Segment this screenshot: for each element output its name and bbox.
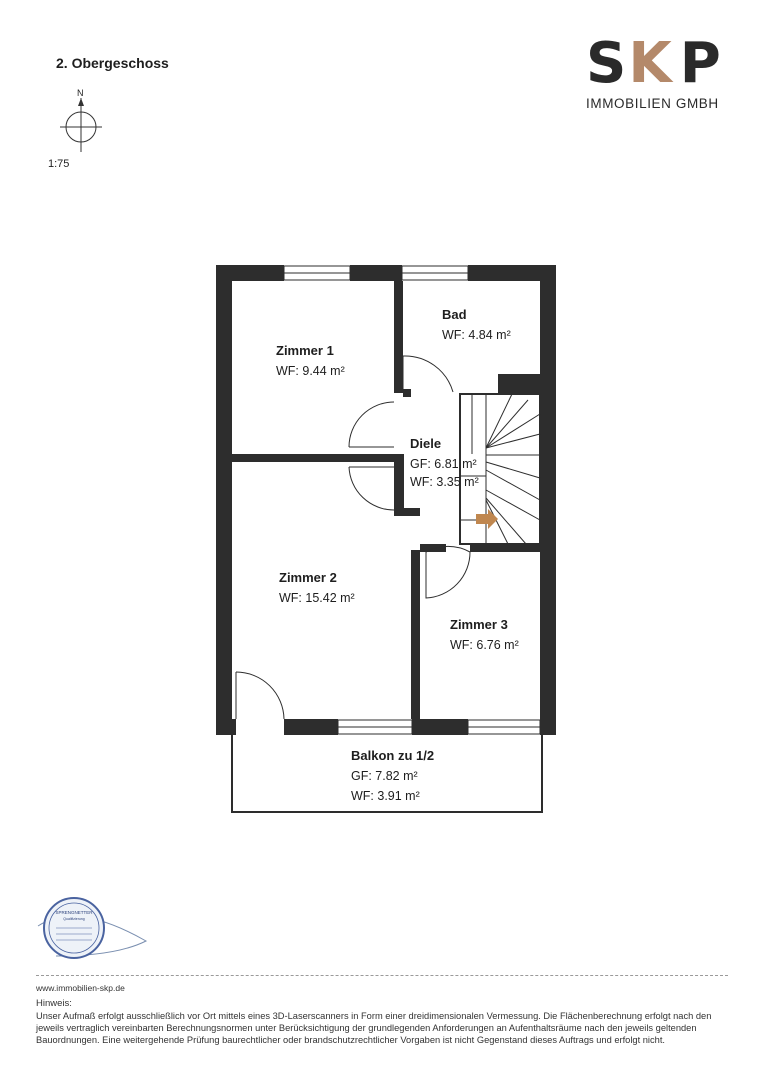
svg-text:Diele: Diele (410, 436, 441, 451)
exterior-walls (216, 265, 556, 735)
room-zimmer-1: Zimmer 1 WF: 9.44 m² (276, 343, 345, 378)
footer-divider (36, 975, 728, 976)
svg-text:Qualifizierung: Qualifizierung (63, 917, 84, 921)
room-balkon: Balkon zu 1/2 GF: 7.82 m² WF: 3.91 m² (351, 748, 434, 803)
hint-label: Hinweis: (36, 998, 72, 1009)
svg-text:Bad: Bad (442, 307, 467, 322)
windows (283, 265, 541, 735)
svg-text:WF: 3.35 m²: WF: 3.35 m² (410, 475, 479, 489)
svg-text:Zimmer 1: Zimmer 1 (276, 343, 334, 358)
floor-plan: Bad WF: 4.84 m² Zimmer 1 WF: 9.44 m² Die… (216, 265, 556, 813)
north-label: N (77, 88, 84, 98)
staircase (459, 393, 541, 545)
svg-text:Zimmer 2: Zimmer 2 (279, 570, 337, 585)
stair-direction-arrow-icon (476, 509, 498, 529)
balcony-outline (231, 735, 543, 813)
website-link[interactable]: www.immobilien-skp.de (36, 983, 125, 993)
svg-text:WF: 15.42 m²: WF: 15.42 m² (279, 591, 355, 605)
svg-text:GF: 7.82 m²: GF: 7.82 m² (351, 769, 418, 783)
svg-text:SPRENGNETTER: SPRENGNETTER (55, 910, 93, 915)
compass-icon (60, 98, 102, 152)
svg-text:WF: 6.76 m²: WF: 6.76 m² (450, 638, 519, 652)
svg-text:WF: 4.84 m²: WF: 4.84 m² (442, 328, 511, 342)
svg-text:WF: 3.91 m²: WF: 3.91 m² (351, 789, 420, 803)
room-bad: Bad WF: 4.84 m² (442, 307, 511, 342)
svg-text:Balkon zu 1/2: Balkon zu 1/2 (351, 748, 434, 763)
hint-text: Unser Aufmaß erfolgt ausschließlich vor … (36, 1011, 712, 1045)
room-zimmer-2: Zimmer 2 WF: 15.42 m² (279, 570, 355, 605)
room-diele: Diele GF: 6.81 m² WF: 3.35 m² (410, 436, 479, 489)
doors (235, 355, 471, 720)
svg-text:WF: 9.44 m²: WF: 9.44 m² (276, 364, 345, 378)
room-zimmer-3: Zimmer 3 WF: 6.76 m² (450, 617, 519, 652)
interior-walls (232, 281, 540, 719)
logo-subtitle: IMMOBILIEN GMBH (586, 96, 719, 111)
svg-text:GF: 6.81 m²: GF: 6.81 m² (410, 457, 477, 471)
scale-label: 1:75 (48, 158, 70, 170)
floor-title: 2. Obergeschoss (56, 55, 169, 71)
certification-stamp-icon: SPRENGNETTER Qualifizierung (37, 897, 148, 959)
svg-text:Zimmer 3: Zimmer 3 (450, 617, 508, 632)
